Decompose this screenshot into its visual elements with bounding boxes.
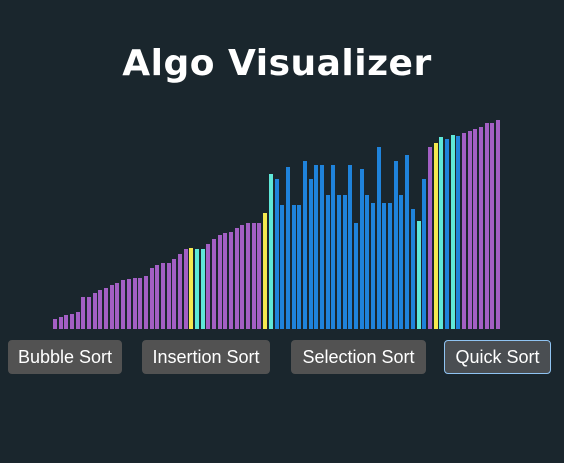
selection-sort-button[interactable]: Selection Sort bbox=[291, 340, 426, 374]
quick-sort-button[interactable]: Quick Sort bbox=[444, 340, 551, 374]
bubble-sort-button[interactable]: Bubble Sort bbox=[8, 340, 122, 374]
insertion-sort-button[interactable]: Insertion Sort bbox=[142, 340, 270, 374]
app-title: Algo Visualizer bbox=[122, 43, 432, 84]
